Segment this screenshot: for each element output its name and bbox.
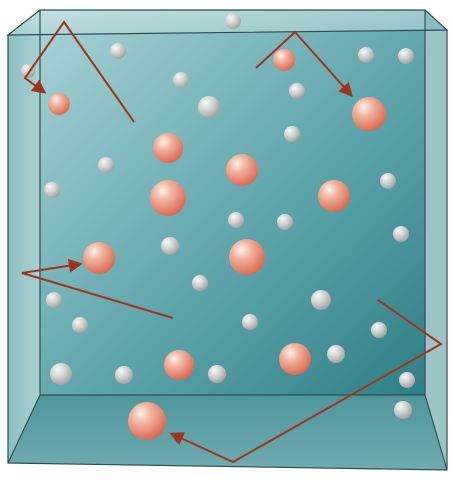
large-particle <box>229 239 265 275</box>
small-particle <box>371 322 387 338</box>
small-particle <box>358 47 374 63</box>
small-particle <box>289 83 305 99</box>
large-particle <box>273 49 295 71</box>
small-particle <box>161 237 179 255</box>
small-particle <box>208 365 226 383</box>
small-particle <box>44 182 60 198</box>
box-back-face <box>40 10 425 395</box>
small-particle <box>46 292 62 308</box>
large-particle <box>164 350 194 380</box>
small-particle <box>110 43 126 59</box>
large-particle <box>352 97 386 131</box>
small-particle <box>173 72 189 88</box>
small-particle <box>72 317 88 333</box>
small-particle <box>398 48 414 64</box>
small-particle <box>98 157 114 173</box>
large-particle <box>279 343 311 375</box>
small-particle <box>284 126 300 142</box>
small-particle <box>277 214 293 230</box>
large-particle <box>83 242 115 274</box>
small-particle <box>394 401 412 419</box>
large-particle <box>48 93 70 115</box>
large-particle <box>153 133 183 163</box>
large-particle <box>128 402 166 440</box>
small-particle <box>380 173 396 189</box>
large-particle <box>150 180 186 216</box>
small-particle <box>115 366 133 384</box>
small-particle <box>399 372 415 388</box>
large-particle <box>318 180 350 212</box>
small-particle <box>393 226 409 242</box>
small-particle <box>198 96 220 118</box>
small-particle <box>311 290 331 310</box>
small-particle <box>327 345 345 363</box>
small-particle <box>50 363 72 385</box>
small-particle <box>242 314 258 330</box>
box-right-face <box>425 10 447 470</box>
large-particle <box>226 154 258 186</box>
small-particle <box>228 212 244 228</box>
small-particle <box>225 13 241 29</box>
small-particle <box>192 275 208 291</box>
